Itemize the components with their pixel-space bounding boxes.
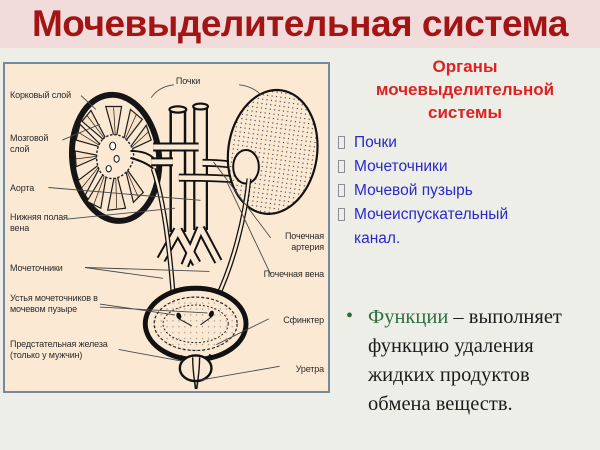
missing-glyph-bullet-icon — [338, 136, 345, 149]
missing-glyph-bullet-icon — [338, 160, 345, 173]
list-item: Мочевой пузырь — [338, 179, 597, 203]
organs-heading-line2: мочевыделительной — [375, 80, 555, 99]
renal-pyramids — [74, 105, 152, 211]
functions-paragraph: • Функции – выполняет функцию удаления ж… — [340, 303, 590, 419]
bladder — [142, 285, 249, 362]
functions-text: Функции – выполняет функцию удаления жид… — [368, 303, 584, 419]
bullet-dot-icon: • — [346, 305, 354, 327]
list-item: Мочеиспускательный канал. — [338, 203, 597, 251]
urinary-system-diagram: Почки Корковый слой Мозговой слой Аорта … — [3, 62, 330, 393]
label-cortex-layer: Корковый слой — [10, 90, 72, 100]
label-vena-cava: Нижняя полая вена — [10, 212, 68, 233]
organ-item-label: Мочеточники — [354, 158, 448, 175]
title-band: Мочевыделительная система — [0, 0, 600, 48]
label-renal-artery: Почечная артерия — [284, 231, 324, 252]
iliac-vessels — [156, 225, 223, 268]
organs-panel: Органы мочевыделительной системы Почки М… — [333, 55, 597, 251]
label-lines — [48, 84, 280, 381]
kidney-right — [226, 88, 319, 215]
organs-heading-line1: Органы — [432, 57, 498, 76]
label-kidneys: Почки — [175, 76, 201, 86]
missing-glyph-bullet-icon — [338, 208, 345, 221]
functions-rest: – выполняет функцию удаления жидких прод… — [368, 306, 562, 415]
organs-heading: Органы мочевыделительной системы — [333, 55, 597, 124]
functions-lead: Функции — [368, 306, 449, 328]
kidney-left-section — [68, 91, 163, 224]
label-ureters: Мочеточники — [10, 263, 63, 273]
organ-item-label: Мочеиспускательный канал. — [354, 206, 509, 247]
list-item: Мочеточники — [338, 155, 597, 179]
slide-title: Мочевыделительная система — [31, 3, 569, 44]
organ-list: Почки Мочеточники Мочевой пузырь Мочеисп… — [333, 131, 597, 251]
label-ureter-orifices: Устья мочеточников в мочевом пузыре — [10, 293, 98, 314]
label-aorta: Аорта — [10, 183, 35, 193]
prostate-urethra — [178, 353, 213, 390]
label-renal-vein: Почечная вена — [263, 269, 325, 279]
urinary-diagram-art — [48, 84, 319, 390]
list-item: Почки — [338, 131, 597, 155]
label-medulla-layer: Мозговой слой — [10, 133, 49, 154]
label-urethra: Уретра — [295, 364, 324, 374]
organ-item-label: Почки — [354, 134, 397, 151]
organ-item-label: Мочевой пузырь — [354, 182, 473, 199]
missing-glyph-bullet-icon — [338, 184, 345, 197]
organs-heading-line3: системы — [427, 103, 502, 122]
label-sphincter: Сфинктер — [283, 315, 324, 325]
label-prostate: Предстательная железа (только у мужчин) — [10, 339, 108, 360]
